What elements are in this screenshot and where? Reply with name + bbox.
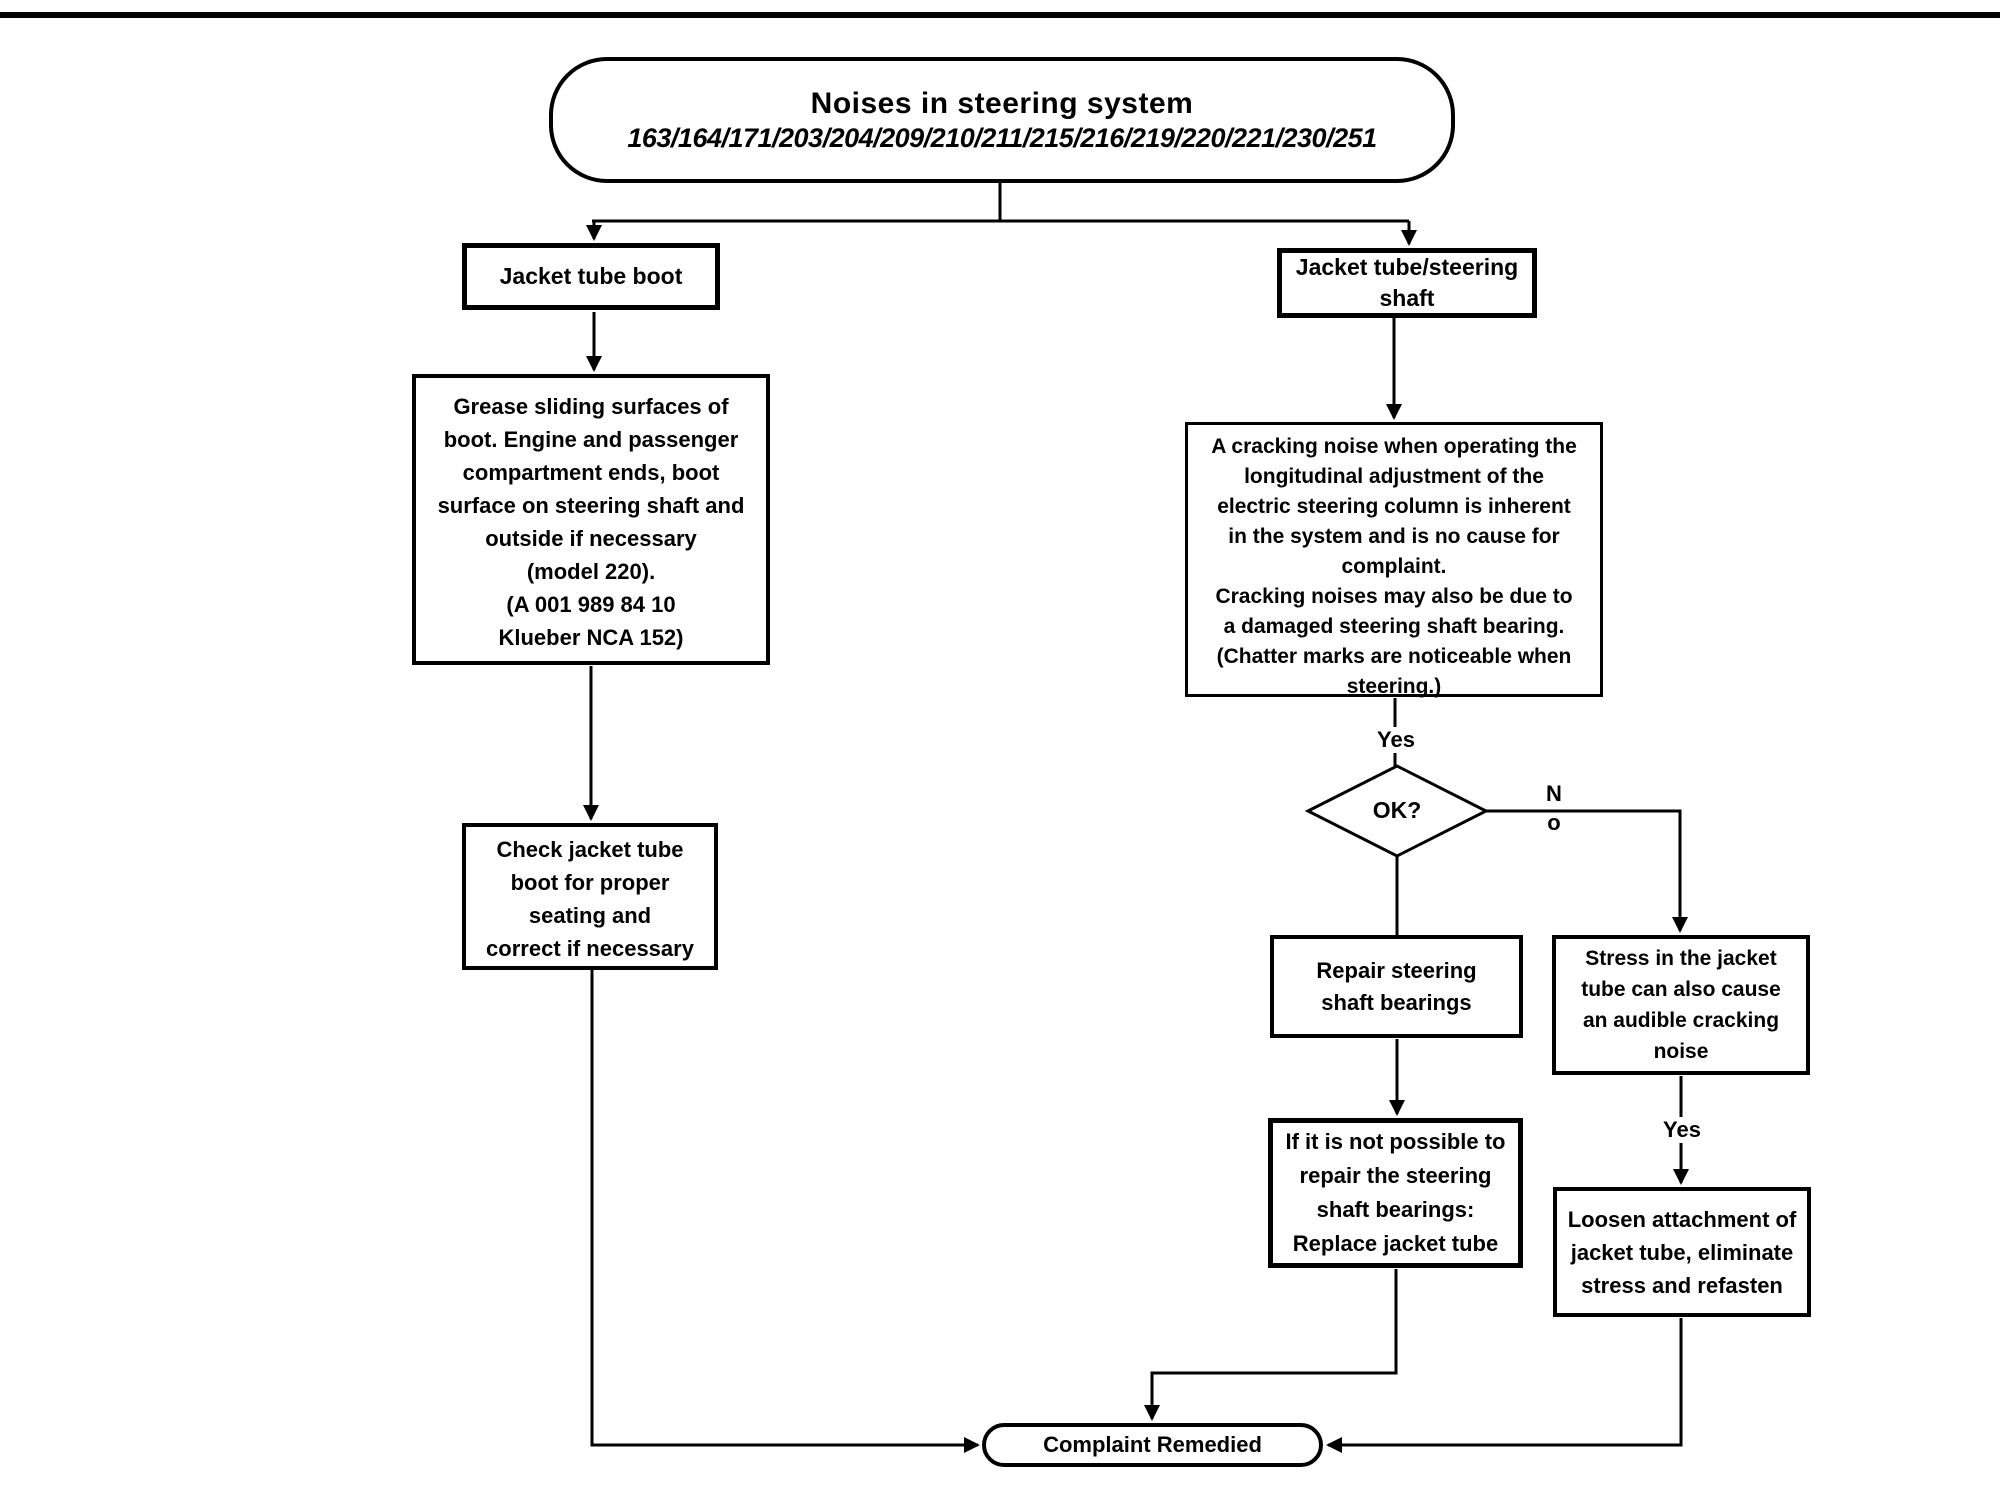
start-node-model-codes: 163/164/171/203/204/209/210/211/215/216/…	[627, 122, 1377, 153]
start-node-title: Noises in steering system	[810, 86, 1194, 120]
page-top-rule	[0, 12, 2000, 18]
node-repair-steering-shaft-bearings: Repair steering shaft bearings	[1270, 935, 1523, 1038]
node-cracking-noise-info: A cracking noise when operating the long…	[1185, 422, 1603, 698]
end-node-complaint-remedied: Complaint Remedied	[982, 1423, 1323, 1467]
start-node-noises-in-steering-system: Noises in steering system 163/164/171/20…	[549, 57, 1455, 183]
node-check-jacket-tube-boot: Check jacket tube boot for proper seatin…	[462, 823, 718, 970]
decision-diamond-shape	[1304, 764, 1490, 858]
edge-ifnot-to-complaint	[1144, 1269, 1398, 1421]
edge-label-yes-top: Yes	[1368, 727, 1424, 753]
node-jacket-tube-steering-shaft: Jacket tube/steering shaft	[1277, 248, 1537, 318]
node-grease-sliding-surfaces: Grease sliding surfaces of boot. Engine …	[412, 374, 770, 665]
node-jacket-tube-boot: Jacket tube boot	[462, 243, 720, 310]
edge-label-no: N o	[1546, 781, 1562, 835]
edge-decision-no-to-stress	[1486, 809, 1688, 933]
edge-check-to-complaint	[590, 970, 980, 1453]
decision-ok-label: OK?	[1372, 797, 1422, 823]
edge-loosen-to-complaint	[1326, 1318, 1683, 1453]
node-if-not-possible-replace-jacket-tube: If it is not possible to repair the stee…	[1268, 1118, 1523, 1268]
node-loosen-attachment: Loosen attachment of jacket tube, elimin…	[1553, 1187, 1811, 1317]
edge-label-yes-right: Yes	[1654, 1117, 1710, 1143]
node-stress-in-jacket-tube: Stress in the jacket tube can also cause…	[1552, 935, 1810, 1075]
